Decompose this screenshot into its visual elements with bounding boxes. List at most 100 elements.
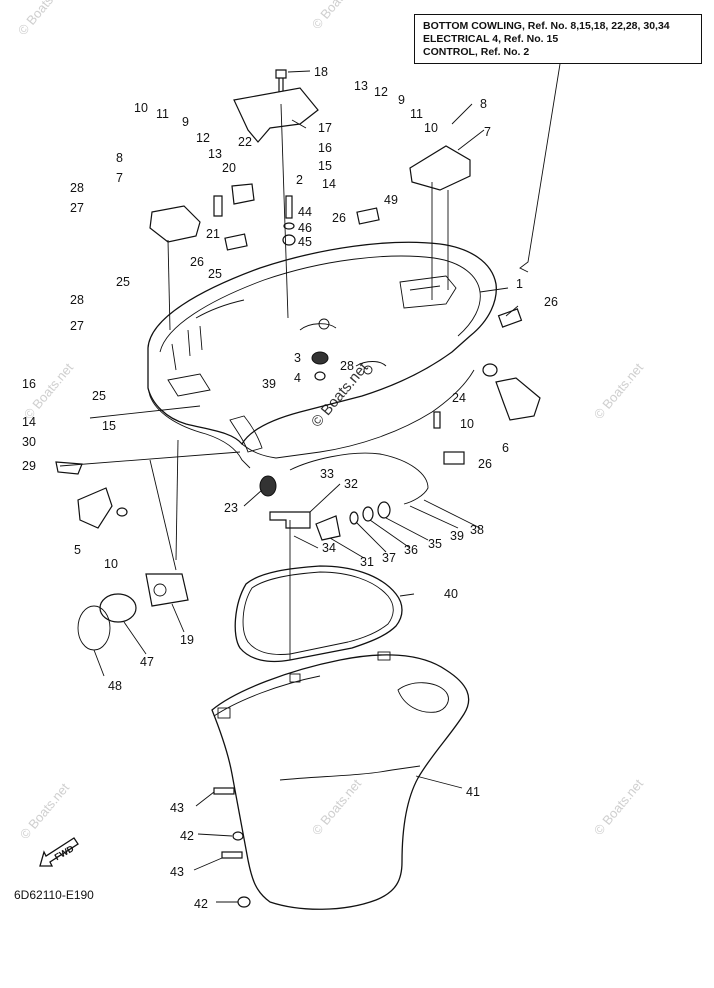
watermark: © Boats.net xyxy=(591,776,647,838)
callout-33: 33 xyxy=(320,467,334,481)
callout-14: 14 xyxy=(22,415,36,429)
callout-27: 27 xyxy=(70,319,84,333)
grommet-47 xyxy=(99,593,137,623)
callout-18: 18 xyxy=(314,65,328,79)
callout-16: 16 xyxy=(22,377,36,391)
callout-22: 22 xyxy=(238,135,252,149)
grommet-10 xyxy=(116,507,128,517)
callout-47: 47 xyxy=(140,655,154,669)
callout-34: 34 xyxy=(322,541,336,555)
callouts: 18 13 12 9 11 10 8 7 17 16 15 14 2 44 46… xyxy=(22,65,558,911)
callout-28: 28 xyxy=(340,359,354,373)
callout-6: 6 xyxy=(502,441,509,455)
callout-13: 13 xyxy=(354,79,368,93)
hose-38 xyxy=(289,452,429,505)
callout-27: 27 xyxy=(70,201,84,215)
callout-26: 26 xyxy=(190,255,204,269)
callout-7: 7 xyxy=(116,171,123,185)
callout-15: 15 xyxy=(318,159,332,173)
plug-19 xyxy=(145,573,189,607)
callout-35: 35 xyxy=(428,537,442,551)
callout-40: 40 xyxy=(444,587,458,601)
callout-48: 48 xyxy=(108,679,122,693)
callout-45: 45 xyxy=(298,235,312,249)
washer-46 xyxy=(283,222,295,230)
cover-7-right xyxy=(409,145,471,191)
callout-16: 16 xyxy=(318,141,332,155)
callout-43: 43 xyxy=(170,865,184,879)
reference-line-3: CONTROL, Ref. No. 2 xyxy=(423,46,530,58)
callout-25: 25 xyxy=(92,389,106,403)
screw-43 xyxy=(221,851,243,859)
callout-9: 9 xyxy=(398,93,405,107)
callout-leaders xyxy=(93,70,519,903)
nut-42 xyxy=(237,896,251,908)
watermark: © Boats.net xyxy=(309,0,365,32)
callout-12: 12 xyxy=(196,131,210,145)
callout-28: 28 xyxy=(70,181,84,195)
grommet-10 xyxy=(482,363,498,377)
damper-26 xyxy=(443,451,465,465)
watermark: © Boats.net xyxy=(591,360,647,422)
callout-46: 46 xyxy=(298,221,312,235)
plate-29 xyxy=(55,461,83,475)
callout-41: 41 xyxy=(466,785,480,799)
callout-43: 43 xyxy=(170,801,184,815)
callout-11: 11 xyxy=(410,107,423,121)
callout-5: 5 xyxy=(74,543,81,557)
ref-box-leader xyxy=(519,63,561,273)
callout-2: 2 xyxy=(296,173,303,187)
callout-7: 7 xyxy=(484,125,491,139)
callout-36: 36 xyxy=(404,543,418,557)
callout-21: 21 xyxy=(206,227,220,241)
callout-26: 26 xyxy=(332,211,346,225)
callout-20: 20 xyxy=(222,161,236,175)
callout-38: 38 xyxy=(470,523,484,537)
lower-cover-41 xyxy=(211,651,470,910)
callout-25: 25 xyxy=(208,267,222,281)
fitting-36 xyxy=(362,506,374,522)
damper-26 xyxy=(497,308,523,328)
damper-26 xyxy=(224,233,248,251)
callout-10: 10 xyxy=(104,557,118,571)
callout-4: 4 xyxy=(294,371,301,385)
callout-3: 3 xyxy=(294,351,301,365)
small-parts xyxy=(55,69,541,908)
callout-8: 8 xyxy=(480,97,487,111)
band-48 xyxy=(77,605,111,651)
callout-8: 8 xyxy=(116,151,123,165)
callout-11: 11 xyxy=(156,107,169,121)
screw-24 xyxy=(433,411,441,429)
callout-10: 10 xyxy=(424,121,438,135)
callout-23: 23 xyxy=(224,501,238,515)
watermark: © Boats.net xyxy=(15,0,71,38)
bolt-44 xyxy=(285,195,293,219)
callout-17: 17 xyxy=(318,121,332,135)
callout-15: 15 xyxy=(102,419,116,433)
callout-44: 44 xyxy=(298,205,312,219)
reference-line-1: BOTTOM COWLING, Ref. No. 8,15,18, 22,28,… xyxy=(423,20,670,32)
bracket-17 xyxy=(233,87,319,143)
screw-43 xyxy=(213,787,235,795)
clip-20 xyxy=(231,183,255,205)
grommet-23 xyxy=(259,475,277,497)
fitting-35 xyxy=(377,501,391,519)
diagram-code: 6D62110-E190 xyxy=(14,888,94,902)
callout-29: 29 xyxy=(22,459,36,473)
callout-19: 19 xyxy=(180,633,194,647)
callout-31: 31 xyxy=(360,555,374,569)
assembly-lines xyxy=(59,103,449,660)
callout-12: 12 xyxy=(374,85,388,99)
callout-42: 42 xyxy=(194,897,208,911)
callout-49: 49 xyxy=(384,193,398,207)
lever-5 xyxy=(77,487,113,529)
gasket-40 xyxy=(234,565,403,663)
callout-30: 30 xyxy=(22,435,36,449)
callout-26: 26 xyxy=(544,295,558,309)
cover-31 xyxy=(315,515,341,541)
damper-26 xyxy=(356,207,380,225)
collar-4 xyxy=(314,371,326,381)
callout-24: 24 xyxy=(452,391,466,405)
bottom-cowling-body xyxy=(147,241,497,469)
